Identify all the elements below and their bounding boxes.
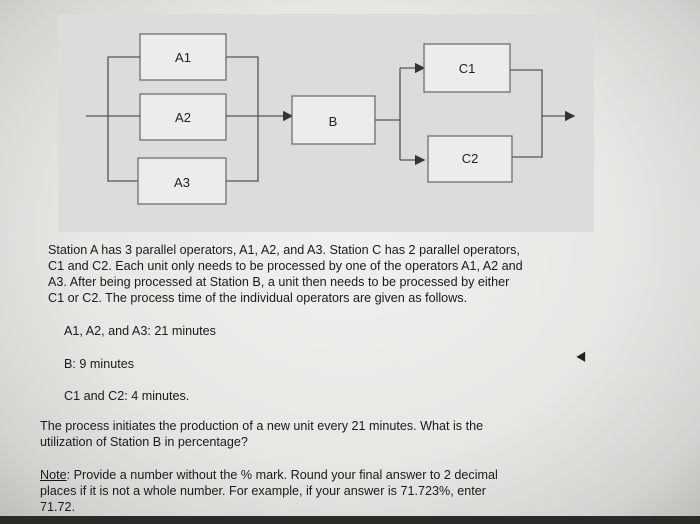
a-merge-bracket: [226, 56, 259, 182]
label-b: B: [329, 114, 338, 129]
note-line-1: : Provide a number without the % mark. R…: [66, 468, 498, 482]
intro-line: C1 or C2. The process time of the indivi…: [48, 291, 468, 305]
box-a3: [137, 157, 227, 205]
time-c: C1 and C2: 4 minutes.: [64, 389, 190, 403]
intro-line: Station A has 3 parallel operators, A1, …: [48, 243, 520, 257]
label-c1: C1: [459, 61, 476, 76]
screen-bezel: [0, 516, 700, 524]
note-line-3: 71.72.: [40, 500, 76, 514]
intro-line: C1 and C2. Each unit only needs to be pr…: [48, 259, 523, 273]
c-merge-bracket: [510, 69, 543, 158]
box-a2: [139, 93, 227, 141]
note-label: Note: [40, 468, 67, 482]
box-c1: [423, 43, 511, 93]
intro-line: A3. After being processed at Station B, …: [48, 275, 510, 289]
label-a1: A1: [175, 50, 191, 65]
note-line-2: places if it is not a whole number. For …: [40, 484, 486, 498]
question-intro: Station A has 3 parallel operators, A1, …: [48, 242, 588, 306]
label-a2: A2: [175, 110, 191, 125]
question-prompt: The process initiates the production of …: [40, 418, 580, 450]
a-split-bracket: [107, 56, 140, 182]
box-a1: [139, 33, 227, 81]
box-b: [291, 95, 376, 145]
note-block: Note: Provide a number without the % mar…: [40, 467, 585, 515]
box-c2: [427, 135, 513, 183]
time-a: A1, A2, and A3: 21 minutes: [64, 324, 216, 338]
prompt-line: The process initiates the production of …: [40, 419, 484, 433]
time-b: B: 9 minutes: [64, 357, 134, 371]
label-a3: A3: [174, 175, 190, 190]
label-c2: C2: [462, 151, 479, 166]
prompt-line: utilization of Station B in percentage?: [40, 435, 248, 449]
